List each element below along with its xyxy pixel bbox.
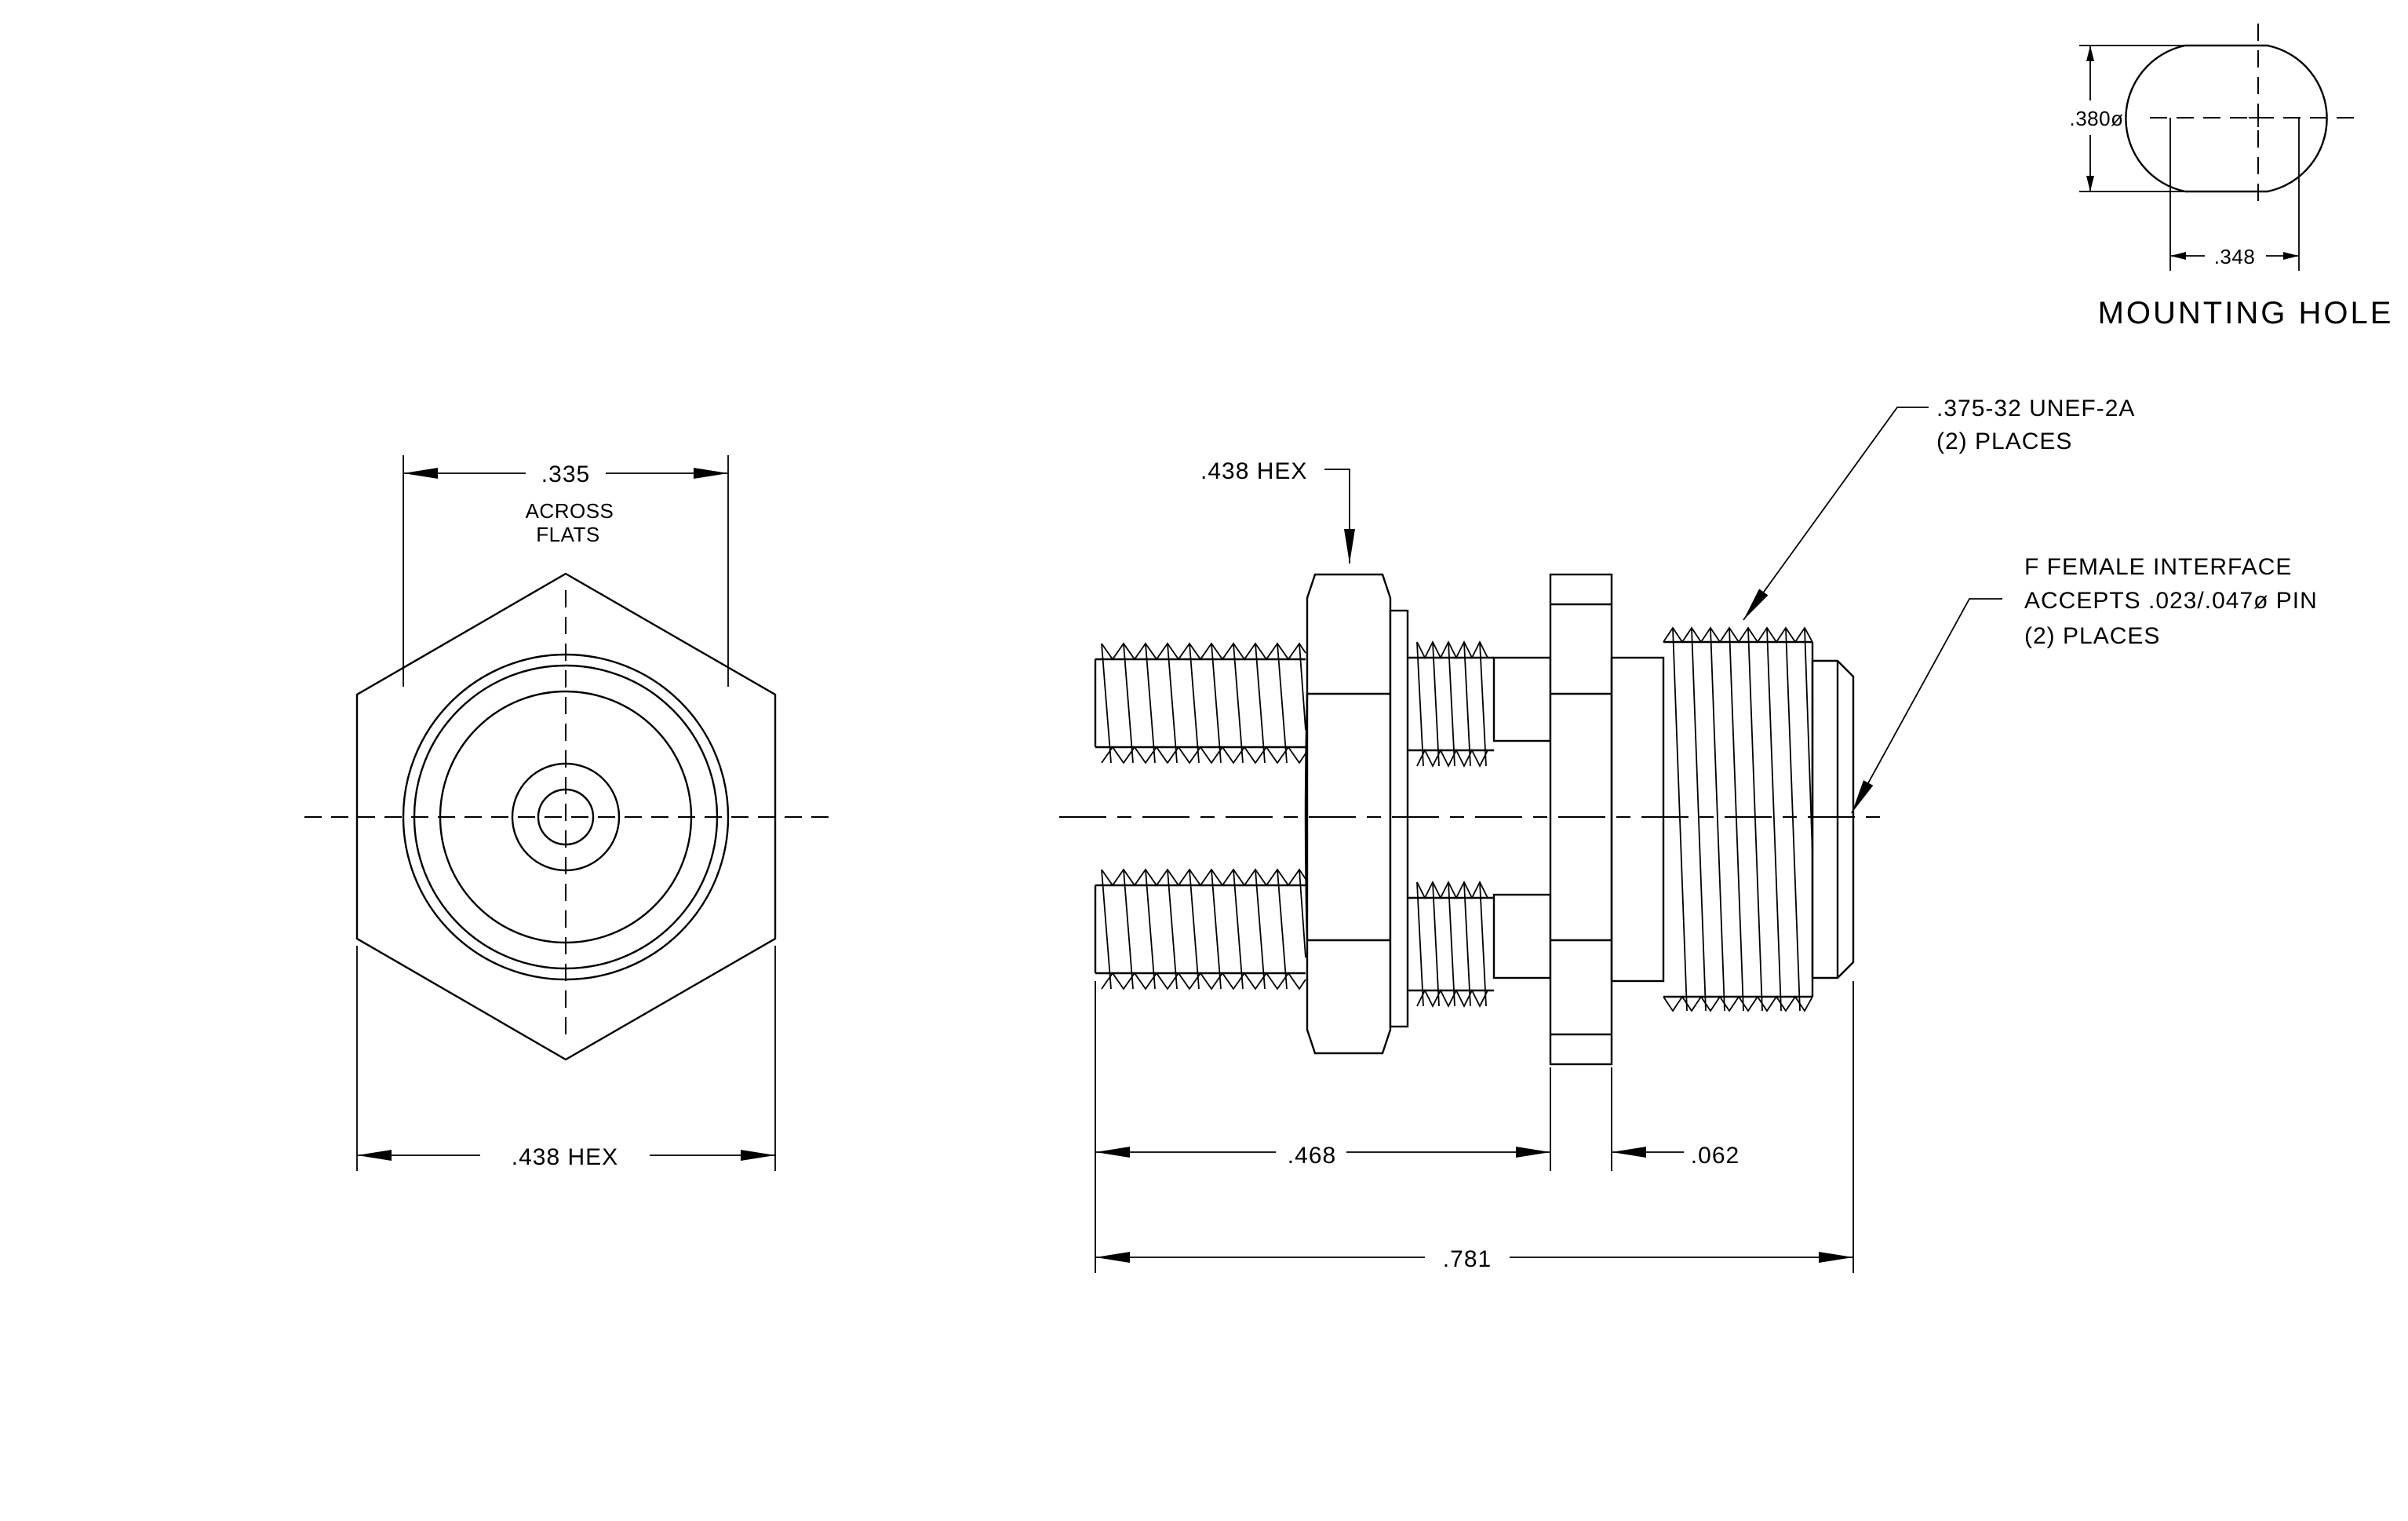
thread-callout-line1: .375-32 UNEF-2A [1936, 396, 2135, 421]
across-flats-note-line1: ACROSS [526, 499, 614, 523]
hex-nut-outline [355, 572, 777, 1061]
interface-callout-line1: F FEMALE INTERFACE [2024, 554, 2292, 580]
interface-callout-line2: ACCEPTS .023/.047ø PIN [2024, 588, 2318, 614]
left-thread-bottom [1094, 868, 1306, 990]
lock-washer [1389, 609, 1409, 1028]
overall-length-dimension: .781 [1443, 1246, 1492, 1272]
mounting-hole-detail: .380ø .348 MOUNTING HOLE [2070, 24, 2394, 330]
interface-callout-line3: (2) PLACES [2024, 623, 2160, 649]
hole-flat-dimension: .348 [2214, 245, 2256, 268]
mounting-hole-label: MOUNTING HOLE [2098, 296, 2394, 330]
left-length-dimension: .468 [1288, 1143, 1336, 1169]
right-thread-body [1610, 626, 1855, 1012]
flange-dimension: .062 [1691, 1143, 1740, 1169]
hex-width-dimension: .438 HEX [512, 1144, 618, 1170]
across-flats-note-line2: FLATS [536, 523, 599, 546]
flange [1549, 573, 1613, 1066]
middle-thread [1408, 640, 1494, 1009]
side-view: .438 HEX .375-32 UNEF-2A (2) PLACES F FE… [1059, 396, 2318, 1273]
d-shaped-hole [2125, 44, 2328, 193]
front-view: .335 ACROSS FLATS .438 HEX [304, 455, 830, 1171]
across-flats-dimension: .335 [541, 461, 590, 487]
thread-callout-line2: (2) PLACES [1936, 429, 2072, 454]
hex-callout: .438 HEX [1200, 458, 1307, 484]
hole-diameter-dimension: .380ø [2070, 107, 2124, 130]
hex-nut-side [1304, 573, 1393, 1055]
left-thread-top [1094, 642, 1306, 764]
